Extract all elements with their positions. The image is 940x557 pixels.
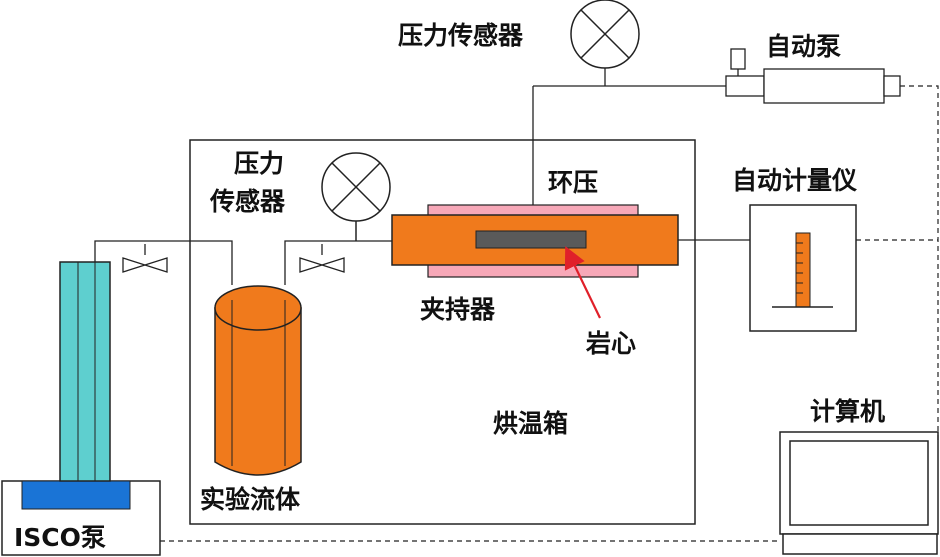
meter-tube (795, 232, 811, 308)
core-holder (391, 204, 679, 278)
fluid-cylinder (214, 285, 302, 476)
signal-lines (160, 85, 939, 542)
top-pressure-sensor-label: 压力传感器 (398, 21, 524, 50)
confining-pressure-label: 环压 (548, 168, 598, 197)
pressure-gauge-inner-icon (321, 152, 391, 241)
computer-icon (779, 431, 939, 555)
core-label: 岩心 (585, 329, 636, 358)
piping-inlet (94, 240, 394, 285)
oven-box (189, 139, 696, 525)
auto-meter-label: 自动计量仪 (732, 166, 858, 195)
oven-label: 烘温箱 (493, 409, 568, 438)
auto-pump-label: 自动泵 (766, 32, 841, 61)
valve-icon (122, 244, 168, 273)
core-sample (475, 230, 587, 249)
isco-column (59, 261, 111, 482)
isco-pump-label: ISCO泵 (14, 523, 106, 552)
auto-pump (725, 48, 901, 104)
core-pointer-arrow (564, 246, 601, 319)
inner-pressure-sensor-label-line1: 压力 (234, 149, 284, 178)
computer-label: 计算机 (810, 397, 885, 426)
auto-meter (749, 204, 857, 332)
holder-label: 夹持器 (420, 295, 496, 324)
pressure-gauge-top-icon (570, 0, 640, 69)
piping-confining (532, 68, 726, 205)
isco-reservoir (21, 480, 131, 510)
isco-pump (1, 261, 161, 556)
inner-pressure-sensor-label-line2: 传感器 (209, 187, 286, 216)
valve-icon (299, 244, 345, 273)
experimental-fluid-label: 实验流体 (200, 485, 301, 514)
